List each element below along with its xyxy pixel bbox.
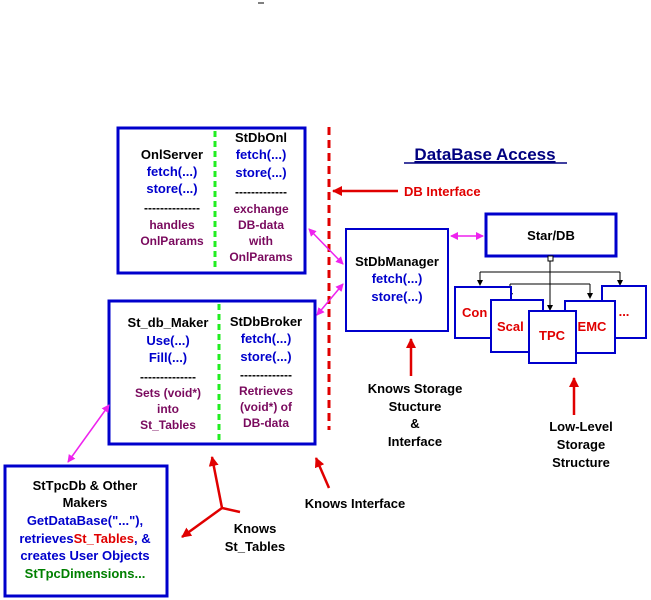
st-db-maker-use: Use(...) [146,333,189,348]
st-db-manager-name: StDbManager [355,254,439,269]
st-db-maker-note-1: Sets (void*) [135,386,201,400]
label-knows-tables-1: Knows [234,521,277,536]
onl-server-name: OnlServer [141,147,203,162]
st-db-broker-store: store(...) [240,349,291,364]
st-db-onl-note-4: OnlParams [229,250,293,264]
st-db-onl-note-1: exchange [233,202,289,216]
label-knows-storage-3: & [410,416,419,431]
makers-line-6: StTpcDimensions... [25,566,146,581]
st-db-manager-fetch: fetch(...) [372,271,423,286]
st-db-broker-sep: ------------- [240,368,292,382]
storage-con-label: Con [462,305,487,320]
storage-tpc-label: TPC [539,328,566,343]
st-db-maker-fill: Fill(...) [149,350,187,365]
makers-line-1: StTpcDb & Other [33,478,138,493]
arrow-knows-tables-main [208,456,241,514]
onl-server-note-2: OnlParams [140,234,204,248]
makers-line-2: Makers [63,495,108,510]
st-db-maker-note-2: into [157,402,179,416]
storage-tree-connectors [477,261,623,311]
arrow-knows-tables-branch [181,506,223,539]
link-broker-manager [316,283,344,316]
star-db-box: Star/DB [484,212,618,262]
st-db-broker-note-2: (void*) of [240,400,293,414]
makers-line-5: creates User Objects [20,548,149,563]
magenta-links [67,228,484,463]
storage-box-tpc: TPC [528,310,577,364]
onl-server-fetch: fetch(...) [147,164,198,179]
st-db-broker-note-1: Retrieves [239,384,293,398]
storage-scal-label: Scal [497,319,524,334]
onl-server-note-1: handles [149,218,195,232]
st-db-manager-store: store(...) [371,289,422,304]
red-arrows [181,186,579,539]
label-knows-storage-1: Knows Storage [368,381,463,396]
st-db-broker-name: StDbBroker [230,314,302,329]
makers-line-3: GetDataBase("..."), [27,513,143,528]
st-db-onl-note-3: with [248,234,273,248]
label-knows-tables-2: St_Tables [225,539,285,554]
makers-line-4: retrievesSt_Tables, & [19,531,150,546]
st-db-maker-sep: -------------- [140,370,196,384]
link-maker-makers [67,404,110,463]
st-db-maker-box: St_db_Maker Use(...) Fill(...) ---------… [107,299,317,446]
label-knows-storage-4: Interface [388,434,442,449]
label-low-level-1: Low-Level [549,419,613,434]
st-db-onl-store: store(...) [235,165,286,180]
st-db-onl-fetch: fetch(...) [236,147,287,162]
label-knows-storage-2: Stucture [389,399,442,414]
storage-emc-label: EMC [578,319,608,334]
st-db-maker-note-3: St_Tables [140,418,196,432]
label-low-level-3: Structure [552,455,610,470]
star-db-name: Star/DB [527,228,575,243]
arrow-knows-interface [314,457,331,489]
st-db-onl-note-2: DB-data [238,218,284,232]
st-db-broker-note-3: DB-data [243,416,289,430]
st-db-manager-box: StDbManager fetch(...) store(...) [345,228,449,332]
star-db-connector-node [547,255,554,262]
label-knows-interface: Knows Interface [305,496,405,511]
onl-server-sep: -------------- [144,201,200,215]
onl-server-store: store(...) [146,181,197,196]
st-db-broker-fetch: fetch(...) [241,331,292,346]
onl-server-box: OnlServer fetch(...) store(...) --------… [116,126,307,275]
label-low-level-2: Storage [557,437,605,452]
st-db-onl-sep: ------------- [235,185,287,199]
st-db-onl-name: StDbOnl [235,130,287,145]
link-onl-manager [308,228,344,265]
makers-box: StTpcDb & Other Makers GetDataBase("..."… [3,464,169,598]
page-title: DataBase Access [414,145,555,164]
label-db-interface: DB Interface [404,184,481,199]
st-db-maker-name: St_db_Maker [128,315,209,330]
storage-more-label: ... [619,304,630,319]
